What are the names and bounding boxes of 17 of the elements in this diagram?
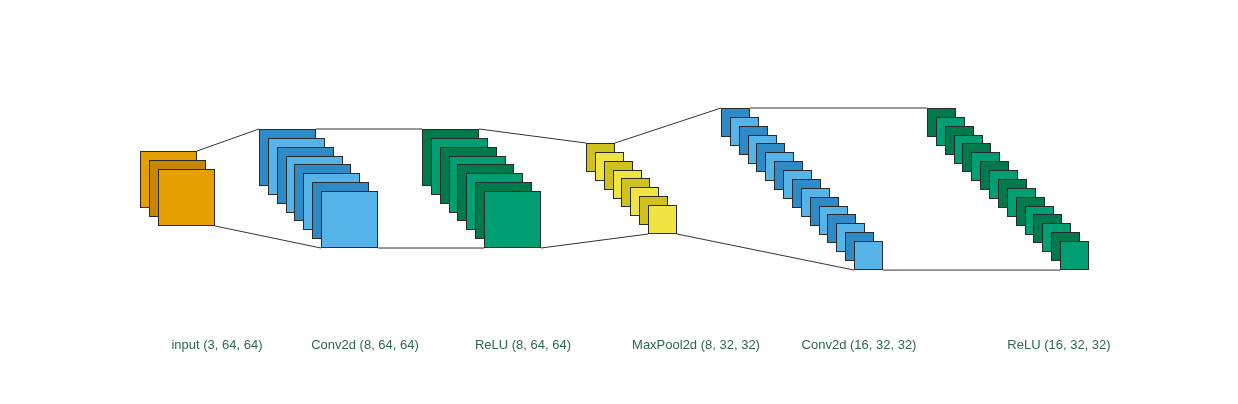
layer-caption: Conv2d (8, 64, 64)	[311, 336, 419, 354]
layer-caption: MaxPool2d (8, 32, 32)	[632, 336, 760, 354]
layer-stack-drawing	[422, 129, 541, 248]
layer-stack-drawing	[140, 151, 215, 226]
layer-stack-drawing	[586, 143, 677, 234]
connector-line	[196, 128, 322, 249]
connector-line	[749, 107, 1061, 271]
connector-line	[614, 107, 855, 271]
layer-stack-drawing	[927, 108, 1090, 271]
layer-stack-drawing	[721, 108, 884, 271]
layer-caption: input (3, 64, 64)	[171, 336, 263, 354]
layer-caption: ReLU (16, 32, 32)	[1007, 336, 1111, 354]
connector-line	[478, 128, 649, 249]
layer-caption: Conv2d (16, 32, 32)	[801, 336, 917, 354]
layer-stack-drawing	[259, 129, 378, 248]
layer-caption: ReLU (8, 64, 64)	[474, 336, 572, 354]
connector-line	[315, 128, 485, 249]
